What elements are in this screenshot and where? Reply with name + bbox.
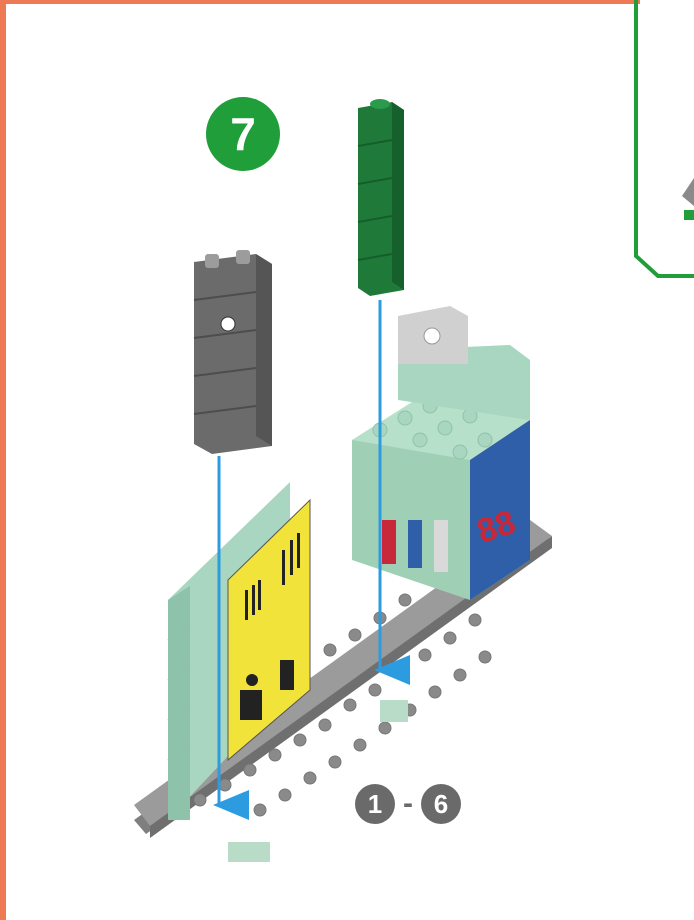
sub-step-end: 6 [421, 784, 461, 824]
step-number: 7 [230, 108, 256, 160]
page-border-top [0, 0, 640, 4]
dark-gray-brick-stack [193, 250, 272, 454]
billboard-wall [167, 482, 311, 820]
step-badge-icon: 7 [206, 97, 280, 171]
inset-frame [634, 0, 694, 278]
shop-block: 88 [352, 306, 530, 600]
sub-step-range: 1 - 6 [355, 784, 461, 824]
green-brick-stack [357, 99, 404, 296]
sub-step-start: 1 [355, 784, 395, 824]
sub-step-separator: - [403, 787, 413, 820]
page-border-left [0, 0, 6, 920]
